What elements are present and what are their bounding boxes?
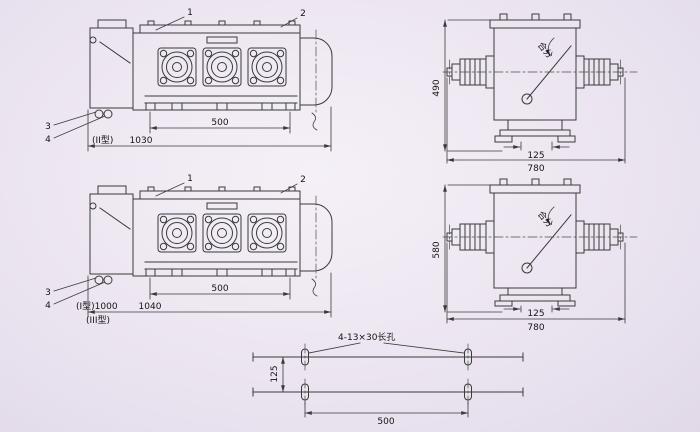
dim-780-label: 780 [527, 323, 544, 333]
front-view-type-ii [54, 17, 332, 151]
switch-indicator-label: 合分 [535, 39, 556, 61]
dim-490-label: 490 [432, 79, 442, 96]
callout-3: 3 [45, 122, 51, 132]
callout-1: 1 [187, 174, 193, 184]
callout-1: 1 [187, 8, 193, 18]
dim-500-label: 500 [211, 284, 228, 294]
dim-1040-label: 1040 [139, 302, 162, 312]
side-view-580 [442, 178, 638, 324]
type-ii-label: (II型) [92, 135, 113, 146]
callout-2: 2 [300, 175, 306, 185]
dim-580-label: 580 [432, 241, 442, 258]
side-view-490 [442, 13, 638, 164]
dim-780-label: 780 [527, 164, 544, 174]
dim-125-label: 125 [270, 365, 280, 382]
callout-4: 4 [45, 301, 51, 311]
dim-125-label: 125 [527, 151, 544, 161]
callout-2: 2 [300, 9, 306, 19]
front-view-type-i-iii [54, 183, 332, 317]
callout-4: 4 [45, 135, 51, 145]
dim-500-label: 500 [377, 417, 394, 427]
switch-indicator-label: 合分 [535, 208, 556, 230]
type-i-length-label: (I型)1000 [76, 301, 118, 312]
callout-3: 3 [45, 288, 51, 298]
dim-500-label: 500 [211, 118, 228, 128]
type-iii-label: (III型) [86, 315, 110, 326]
slotted-holes-label: 4-13×30长孔 [338, 331, 395, 343]
dim-125-label: 125 [527, 309, 544, 319]
dim-1030-label: 1030 [130, 136, 153, 146]
mounting-hole-pattern [252, 342, 524, 418]
